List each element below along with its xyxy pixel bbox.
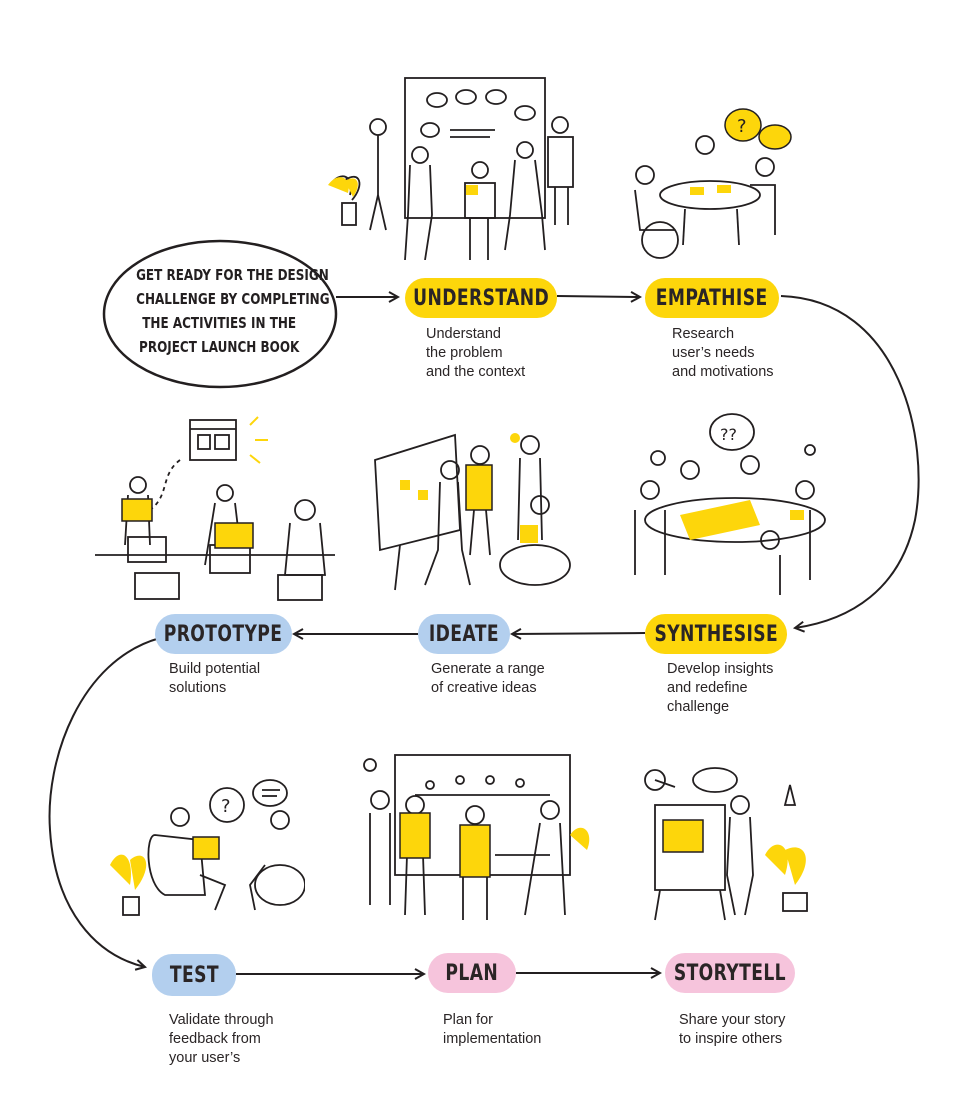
arrow-prototype-test (48, 637, 161, 967)
stage-ideate-desc: Generate a range of creative ideas (431, 660, 591, 698)
stage-understand: UNDERSTAND (405, 278, 557, 318)
svg-text:?: ? (221, 796, 231, 817)
intro-line: GET READY FOR THE DESIGN (136, 266, 329, 284)
stage-title: PROTOTYPE (164, 621, 283, 647)
intro-text: GET READY FOR THE DESIGN CHALLENGE BY CO… (112, 263, 330, 359)
arrow-synthesise-ideate (512, 633, 646, 634)
stage-understand-desc: Understand the problem and the context (426, 325, 586, 382)
stage-storytell-desc: Share your story to inspire others (679, 1011, 839, 1049)
stage-plan: PLAN (428, 953, 516, 993)
svg-text:?: ? (737, 116, 747, 137)
intro-line: THE ACTIVITIES IN THE (142, 314, 297, 332)
intro-bubble (102, 239, 338, 389)
prototype-illustration (95, 416, 335, 601)
desc-line: Research (672, 326, 735, 342)
stage-plan-desc: Plan for implementation (443, 1011, 603, 1049)
arrow-empathise-synthesise (780, 295, 920, 628)
empathise-illustration: ? (634, 108, 792, 259)
stage-empathise-desc: Research user’s needs and motivations (672, 325, 832, 382)
stage-title: SYNTHESISE (654, 621, 778, 647)
desc-line: solutions (169, 680, 227, 696)
svg-text:??: ?? (720, 425, 737, 444)
stage-title: TEST (169, 962, 219, 988)
desc-line: Share your story (679, 1012, 786, 1028)
synthesise-illustration: ?? (634, 413, 826, 595)
stage-title: UNDERSTAND (413, 285, 550, 311)
desc-line: Plan for (443, 1012, 493, 1028)
desc-line: and the context (426, 364, 526, 380)
desc-line: Generate a range (431, 661, 545, 677)
desc-line: your user’s (169, 1050, 241, 1066)
desc-line: to inspire others (679, 1031, 783, 1047)
desc-line: Develop insights (667, 661, 774, 677)
stage-title: STORYTELL (673, 960, 787, 986)
stage-synthesise-desc: Develop insights and redefine challenge (667, 660, 827, 717)
stage-title: PLAN (445, 960, 499, 986)
desc-line: of creative ideas (431, 680, 537, 696)
stage-title: IDEATE (428, 621, 500, 647)
stage-title: EMPATHISE (656, 285, 768, 311)
desc-line: the problem (426, 345, 503, 361)
stage-storytell: STORYTELL (665, 953, 795, 993)
intro-line: CHALLENGE BY COMPLETING (136, 290, 330, 308)
test-illustration: ? (110, 779, 305, 916)
desc-line: Validate through (169, 1012, 274, 1028)
stage-ideate: IDEATE (418, 614, 510, 654)
plan-illustration (363, 754, 590, 920)
ideate-illustration (374, 433, 571, 591)
desc-line: feedback from (169, 1031, 261, 1047)
stage-test-desc: Validate through feedback from your user’s (169, 1011, 329, 1068)
desc-line: implementation (443, 1031, 542, 1047)
storytell-illustration (644, 767, 808, 921)
desc-line: Build potential (169, 661, 261, 677)
arrow-understand-empathise (556, 296, 640, 297)
desc-line: and motivations (672, 364, 774, 380)
stage-test: TEST (152, 954, 236, 996)
understand-illustration (328, 77, 574, 260)
desc-line: and redefine (667, 680, 748, 696)
stage-empathise: EMPATHISE (645, 278, 779, 318)
intro-line: PROJECT LAUNCH BOOK (139, 338, 300, 356)
stage-prototype-desc: Build potential solutions (169, 660, 329, 698)
stage-prototype: PROTOTYPE (155, 614, 292, 654)
desc-line: challenge (667, 699, 730, 715)
desc-line: Understand (426, 326, 501, 342)
stage-synthesise: SYNTHESISE (645, 614, 787, 654)
desc-line: user’s needs (672, 345, 755, 361)
